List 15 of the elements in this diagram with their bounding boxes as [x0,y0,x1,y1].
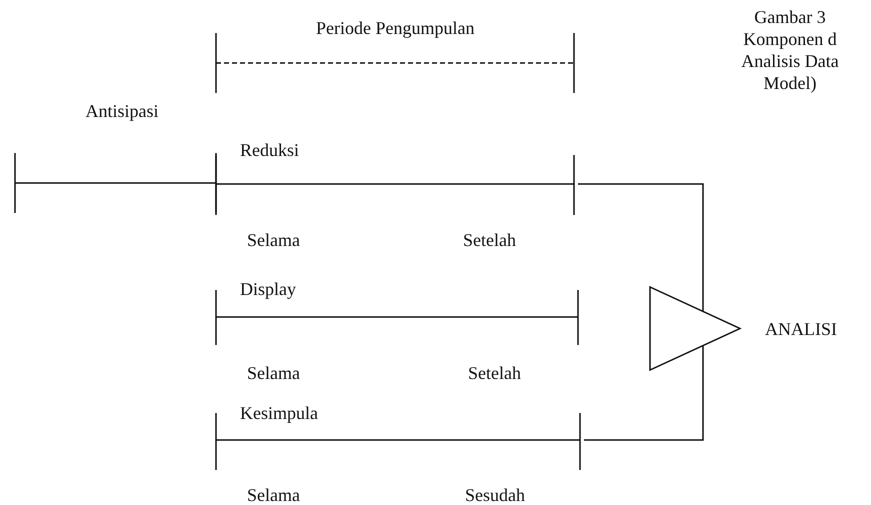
time-label: Selama [247,485,300,505]
time-label: Sesudah [465,485,525,505]
time-label: Selama [247,230,300,250]
connector-line [578,183,704,311]
stage-label: Display [240,279,296,299]
stage-label: Reduksi [240,140,300,160]
time-label: Setelah [468,363,521,383]
time-label: Setelah [463,230,516,250]
phase-label: Antisipasi [86,101,159,121]
time-label: Selama [247,363,300,383]
connector-line [584,346,704,441]
figure-caption: Gambar 3 Komponen d Analisis Data Model) [740,6,840,94]
stage-label: Kesimpula [240,403,318,423]
period-label: Periode Pengumpulan [316,18,474,38]
output-label: ANALISI [765,318,837,338]
